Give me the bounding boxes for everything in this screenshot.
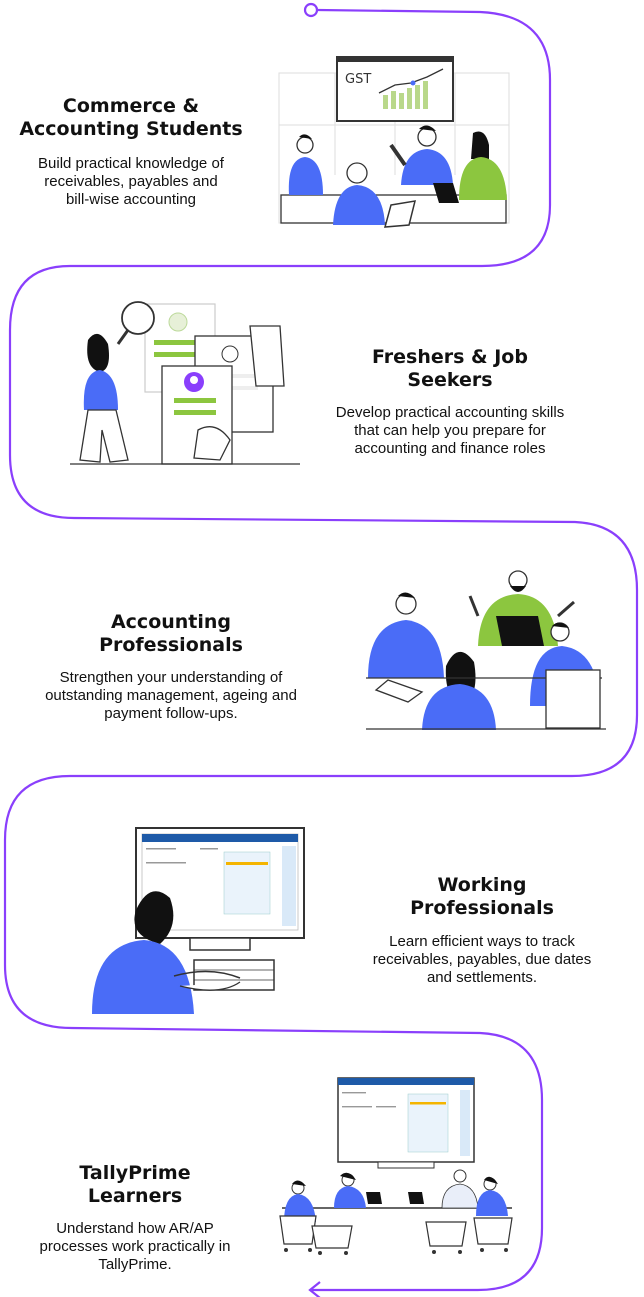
section-description: Build practical knowledge of receivables…	[38, 155, 224, 208]
professionals-meeting-illustration	[362, 566, 608, 731]
section-description: Strengthen your understanding of outstan…	[45, 669, 297, 722]
section-accounting-professionals: Accounting Professionals Strengthen your…	[45, 611, 297, 723]
section-description: Develop practical accounting skills that…	[335, 404, 565, 457]
job-seeker-illustration	[70, 300, 310, 470]
section-tallyprime-learners: TallyPrime Learners Understand how AR/AP…	[30, 1162, 240, 1274]
section-heading: Accounting Professionals	[99, 611, 243, 656]
connector-line	[3, 8, 639, 1292]
woman-at-computer-illustration	[90, 826, 310, 1016]
section-commerce-students: Commerce & Accounting Students Build pra…	[5, 95, 257, 209]
connector-start-dot	[303, 2, 319, 18]
board-text: GST	[345, 72, 371, 87]
classroom-gst-illustration: GST	[275, 55, 515, 230]
section-heading: Freshers & Job Seekers	[372, 346, 528, 391]
section-heading: Working Professionals	[410, 874, 554, 919]
section-heading: TallyPrime Learners	[79, 1162, 191, 1207]
team-training-illustration	[276, 1076, 516, 1256]
section-freshers: Freshers & Job Seekers Develop practical…	[330, 346, 570, 458]
section-description: Understand how AR/AP processes work prac…	[39, 1220, 231, 1273]
connector-end-arrow	[308, 1281, 321, 1297]
section-heading: Commerce & Accounting Students	[19, 95, 243, 140]
section-description: Learn efficient ways to track receivable…	[372, 933, 592, 986]
section-working-professionals: Working Professionals Learn efficient wa…	[370, 874, 594, 987]
